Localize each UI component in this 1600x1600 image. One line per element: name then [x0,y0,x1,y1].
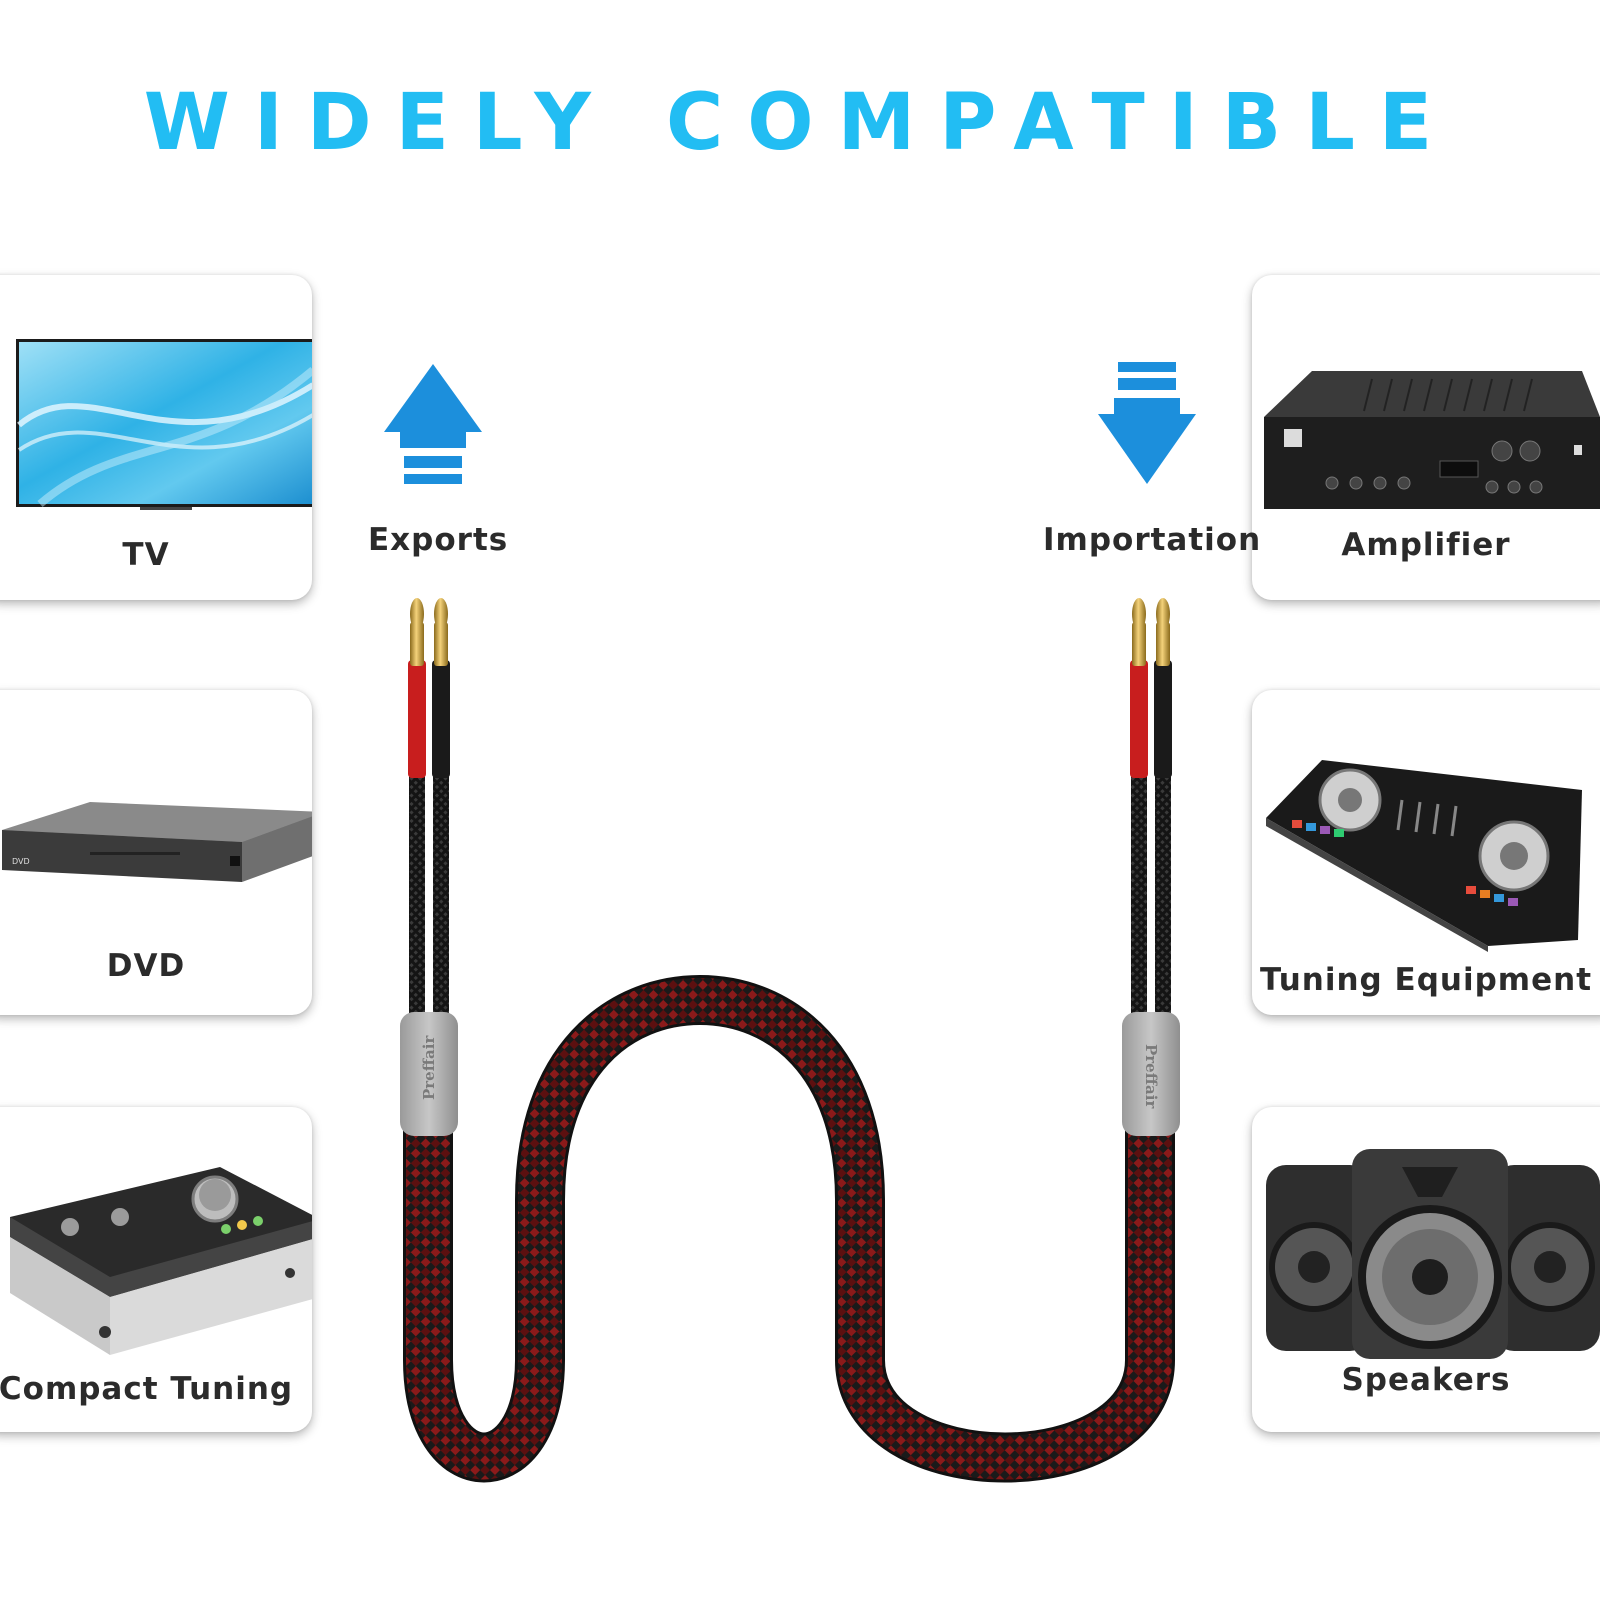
svg-text:DVD: DVD [12,857,30,866]
device-label-compact-tuning: Compact Tuning [0,1371,294,1407]
exports-label: Exports [368,522,509,558]
device-label-tuning-equipment: Tuning Equipment [1259,962,1593,998]
dj-controller-icon [1266,760,1582,952]
device-label-amplifier: Amplifier [1341,527,1511,563]
dvd-player-icon: DVD [2,802,312,882]
cable-brand-right: Preffair [1142,1044,1160,1109]
audio-interface-icon [10,1167,312,1355]
device-card-dvd: DVD DVD [0,690,312,1015]
amplifier-icon [1264,371,1600,509]
arrow-down-icon [1098,362,1196,484]
device-card-tv: TV [0,275,312,600]
importation-label: Importation [1043,522,1262,558]
arrow-up-icon [384,364,482,484]
cable-brand-left: Preffair [420,1035,438,1100]
device-label-dvd: DVD [106,948,186,984]
tv-icon [16,339,312,510]
speakers-icon [1266,1149,1600,1359]
device-card-compact-tuning: Compact Tuning [0,1107,312,1432]
device-card-speakers: Speakers [1252,1107,1600,1432]
device-card-amplifier: Amplifier [1252,275,1600,600]
page-title: WIDELY COMPATIBLE [143,78,1457,168]
device-label-tv: TV [122,537,170,573]
device-card-tuning-equipment: Tuning Equipment [1252,690,1600,1015]
device-label-speakers: Speakers [1341,1362,1511,1398]
